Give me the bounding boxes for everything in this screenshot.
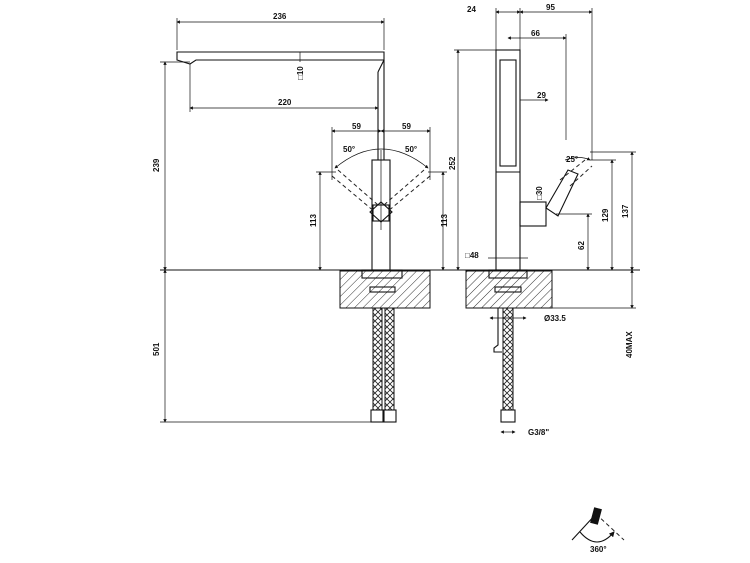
side-nut [494,286,522,293]
angle-50-left: 50° [343,145,355,154]
dim-113-left: 113 [309,214,318,227]
dim-g38: G3/8" [528,428,549,437]
dim-33-5: Ø33.5 [544,314,566,323]
front-hose-fitting-right [383,409,397,423]
dim-220: 220 [278,98,292,107]
side-lever [545,169,579,217]
side-column-inner [499,59,517,167]
dim-48: □48 [465,251,479,260]
side-hose [502,307,514,411]
dim-137: 137 [621,204,630,218]
side-hose-fitting [500,409,516,423]
side-lever-block [519,201,547,227]
side-deck-section [465,270,553,309]
rotation-handle-icon [590,507,602,525]
dim-24: 24 [467,5,476,14]
front-handle-swing-right-2 [383,169,425,206]
dim-252: 252 [448,156,457,170]
dim-30: □30 [535,186,544,200]
front-base-plate [361,269,403,279]
dim-66: 66 [531,29,540,38]
angle-25: 25° [566,155,578,164]
dim-62: 62 [577,241,586,250]
side-lever-swing [559,159,593,187]
front-nut [369,286,396,293]
rotation-icon: 360° [571,507,625,554]
dim-59-right: 59 [402,122,411,131]
front-handle-swing-left [331,175,376,213]
dim-129: 129 [601,208,610,222]
dim-95: 95 [546,3,555,12]
front-hose-right [384,307,395,411]
front-deck-section [339,270,431,309]
dim-236: 236 [273,12,287,21]
dim-239: 239 [152,158,161,172]
dim-10: □10 [296,66,305,80]
rotation-spout-ghost [595,513,625,541]
rotation-label: 360° [590,545,607,554]
rotation-arc-icon [579,531,615,543]
side-base-plate [488,269,528,279]
front-spout-bend [377,59,385,73]
front-handle-swing-left-2 [337,169,379,206]
side-angle-arc [564,157,591,161]
dim-40max: 40MAX [625,331,634,358]
front-view: 236 □10 220 239 59 59 50° 50° 113 113 [152,12,455,423]
side-view: 24 95 66 29 252 25° □30 62 129 137 □48 [448,3,640,437]
dim-29: 29 [537,91,546,100]
dim-501: 501 [152,342,161,356]
dim-59-left: 59 [352,122,361,131]
front-hose-left [372,307,383,411]
side-thin-pipe [493,308,502,353]
dim-113-right: 113 [440,214,449,227]
front-hose-fitting-left [370,409,384,423]
front-spout [176,51,385,65]
front-handle-swing-right [386,175,431,213]
front-angle-arc [334,148,429,169]
angle-50-right: 50° [405,145,417,154]
